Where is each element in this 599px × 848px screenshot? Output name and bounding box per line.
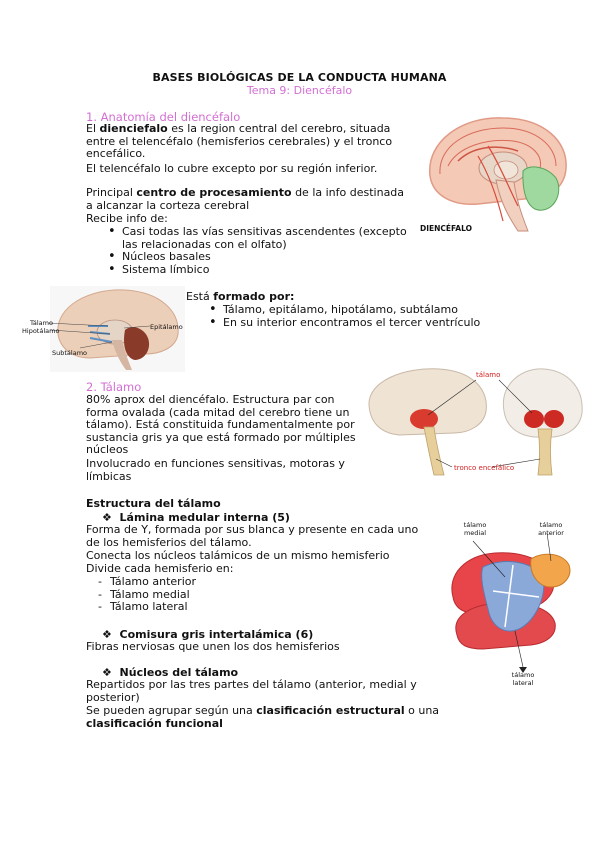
formed-by-line: Está formado por: [186, 290, 295, 304]
label-talamo-medial: tálamo medial [463, 521, 487, 537]
formed-bold: formado por: [213, 290, 295, 303]
label-talamo-anterior: tálamo anterior [538, 521, 564, 537]
lamina-title: ❖ Lámina medular interna (5) [102, 511, 290, 524]
list-item: Casi todas las vías sensitivas ascendent… [102, 225, 412, 251]
p1-pre: El [86, 122, 100, 135]
nucleos-p2-bold2: clasificación funcional [86, 716, 223, 730]
lamina-title-text: Lámina medular interna (5) [119, 511, 290, 524]
label-thalamus: tálamo [476, 371, 501, 379]
label-brainstem: tronco encefálico [454, 464, 515, 472]
comisura-title: ❖ Comisura gris intertalámica (6) [102, 628, 313, 641]
list-item: Tálamo, epitálamo, hipotálamo, subtálamo [203, 303, 503, 317]
thalamus-nuclei-illustration [451, 532, 571, 673]
nucleos-title-text: Núcleos del tálamo [119, 666, 239, 679]
label-epitalamo: Epitálamo [150, 323, 183, 331]
label-talamo-lateral: tálamo lateral [511, 671, 535, 687]
p3-bold: centro de procesamiento [136, 186, 292, 199]
lamina-division-list: Tálamo anterior Tálamo medial Tálamo lat… [98, 575, 298, 614]
brain-parts-illustration [47, 286, 185, 372]
formed-by-list: Tálamo, epitálamo, hipotálamo, subtálamo… [203, 303, 503, 330]
list-item: Tálamo medial [98, 588, 298, 602]
document-subtitle: Tema 9: Diencéfalo [246, 84, 353, 97]
nucleos-title: ❖ Núcleos del tálamo [102, 666, 238, 679]
section1-heading: 1. Anatomía del diencéfalo [86, 110, 241, 124]
thalamus-brain-illustration [368, 368, 583, 476]
nucleos-p2-pre: Se pueden agrupar según una [86, 704, 257, 717]
formed-pre: Está [186, 290, 214, 303]
section1-bullet-list: Casi todas las vías sensitivas ascendent… [102, 225, 412, 277]
section1-paragraph2: El telencéfalo lo cubre excepto por su r… [86, 162, 378, 175]
label-hipotalamo: Hipotálamo [22, 327, 60, 335]
p3-pre: Principal [86, 186, 137, 199]
brain-sagittal-illustration [429, 117, 567, 232]
section1-paragraph1: El dienciefalo es la region central del … [86, 122, 406, 161]
lamina-paragraph1: Forma de Y, formada por sus blanca y pre… [86, 523, 419, 549]
list-item: Tálamo lateral [98, 601, 298, 614]
list-item: Sistema límbico [102, 263, 412, 277]
label-subtalamo: Subtálamo [52, 349, 88, 357]
label-talamo: Tálamo [30, 319, 53, 327]
section1-paragraph4: Recibe info de: [86, 212, 168, 225]
thalamus-nuclei-figure: tálamo medial tálamo anterior tálamo lat… [443, 517, 583, 689]
section1-paragraph3: Principal centro de procesamiento de la … [86, 186, 411, 212]
p1-post: es la region central del cerebro, situad… [86, 122, 393, 161]
nucleos-paragraph1: Repartidos por las tres partes del tálam… [86, 678, 417, 704]
nucleos-paragraph2: Se pueden agrupar según una clasificació… [86, 704, 446, 730]
diamond-icon: ❖ [102, 628, 112, 641]
diamond-icon: ❖ [102, 666, 112, 679]
document-title: BASES BIOLÓGICAS DE LA CONDUCTA HUMANA [152, 71, 447, 84]
diamond-icon: ❖ [102, 511, 112, 524]
nucleos-p2-bold1: clasificación estructural [256, 704, 405, 717]
diencephalon-figure-label: DIENCÉFALO [420, 224, 472, 233]
comisura-paragraph: Fibras nerviosas que unen los dos hemisf… [86, 640, 340, 653]
lamina-paragraph2: Conecta los núcleos talámicos de un mism… [86, 549, 390, 562]
p3-post: de la info destinada a alcanzar la corte… [86, 186, 405, 212]
structure-heading: Estructura del tálamo [86, 497, 221, 510]
list-item: En su interior encontramos el tercer ven… [203, 316, 503, 330]
diencephalon-figure: DIENCÉFALO [418, 106, 578, 241]
section2-paragraph1: 80% aprox del diencéfalo. Estructura par… [86, 393, 356, 457]
section2-paragraph2: Involucrado en funciones sensitivas, mot… [86, 457, 345, 483]
diencephalon-parts-figure: Tálamo Hipotálamo Subtálamo Epitálamo [20, 286, 185, 372]
nucleos-p2-mid: o una [404, 704, 440, 717]
thalamus-figure: tálamo tronco encefálico [364, 363, 586, 481]
list-item: Núcleos basales [102, 251, 412, 264]
p1-bold: dienciefalo [99, 122, 168, 135]
list-item: Tálamo anterior [98, 575, 298, 589]
lamina-paragraph3: Divide cada hemisferio en: [86, 562, 234, 575]
comisura-title-text: Comisura gris intertalámica (6) [119, 628, 314, 641]
section2-heading: 2. Tálamo [86, 380, 142, 394]
